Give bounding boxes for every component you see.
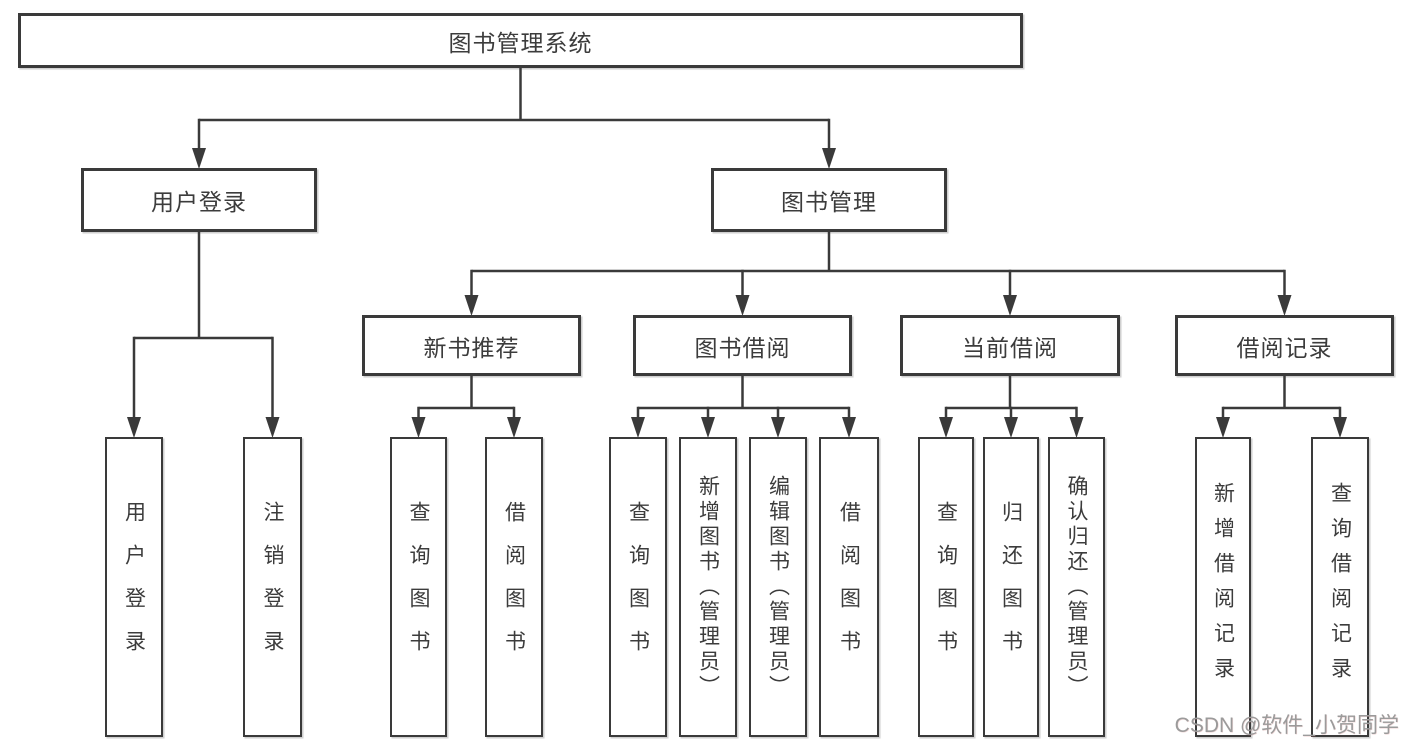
arrowhead-icon [939,417,953,438]
diagram-node-book-mgmt: 图书管理 [711,168,947,232]
arrowhead-icon [631,417,645,438]
diagram-node-label: 借阅图书 [837,501,861,673]
arrowhead-icon [771,417,785,438]
diagram-node-label: 查询借阅记录 [1328,482,1352,692]
diagram-node-bb-add: 新增图书（管理员） [679,437,737,737]
arrowhead-icon [1216,417,1230,438]
diagram-node-label: 图书借阅 [694,334,791,361]
arrowhead-icon [507,417,521,438]
diagram-node-label: 图书管理系统 [448,29,593,56]
diagram-node-br-add: 新增借阅记录 [1195,437,1251,737]
watermark-text: CSDN @软件_小贺同学 [1174,714,1399,737]
diagram-node-label: 用户登录 [151,189,247,215]
diagram-node-label: 用户登录 [122,501,146,673]
diagram-node-label: 查询图书 [626,501,650,673]
diagram-node-current-borrow: 当前借阅 [900,315,1120,376]
diagram-node-cb-return: 归还图书 [983,437,1039,737]
arrowhead-icon [822,148,836,169]
arrowhead-icon [1003,295,1017,316]
diagram-node-logout: 注销登录 [243,437,302,737]
arrowhead-icon [842,417,856,438]
arrowhead-icon [735,295,750,316]
diagram-node-bb-query: 查询图书 [609,437,667,737]
arrowhead-icon [701,417,715,438]
diagram-node-label: 查询图书 [407,501,430,673]
diagram-node-label: 编辑图书（管理员） [766,474,790,700]
diagram-node-cb-confirm: 确认归还（管理员） [1048,437,1105,737]
diagram-node-label: 查询图书 [934,501,958,673]
diagram-node-label: 当前借阅 [962,334,1058,361]
arrowhead-icon [1069,417,1084,438]
diagram-node-label: 新增图书（管理员） [696,474,720,700]
arrowhead-icon [464,295,479,316]
diagram-node-label: 新书推荐 [423,334,520,361]
arrowhead-icon [1333,417,1347,438]
arrowhead-icon [1004,417,1018,438]
diagram-node-root: 图书管理系统 [18,13,1023,68]
arrowhead-icon [192,148,206,169]
diagram-node-label: 借阅记录 [1236,334,1333,361]
diagram-node-label: 借阅图书 [502,501,526,673]
diagram-node-label: 确认归还（管理员） [1065,474,1088,700]
diagram-node-bb-edit: 编辑图书（管理员） [749,437,807,737]
diagram-node-borrow-records: 借阅记录 [1175,315,1394,376]
diagram-node-label: 注销登录 [261,501,284,673]
diagram-node-user-login: 用户登录 [81,168,317,232]
diagram-node-label: 归还图书 [999,501,1023,673]
arrowhead-icon [411,417,426,438]
diagram-node-rec-borrow: 借阅图书 [485,437,543,737]
arrowhead-icon [265,417,280,438]
diagram-node-cb-query: 查询图书 [918,437,974,737]
arrowhead-icon [127,417,141,438]
diagram-node-rec-query: 查询图书 [390,437,447,737]
diagram-node-new-book-rec: 新书推荐 [362,315,581,376]
diagram-node-label: 新增借阅记录 [1211,482,1235,692]
diagram-node-book-borrow: 图书借阅 [633,315,852,376]
diagram-node-login: 用户登录 [105,437,163,737]
arrowhead-icon [1277,295,1292,316]
diagram-node-label: 图书管理 [781,189,877,215]
diagram-node-br-query: 查询借阅记录 [1311,437,1369,737]
diagram-node-bb-borrow: 借阅图书 [819,437,879,737]
